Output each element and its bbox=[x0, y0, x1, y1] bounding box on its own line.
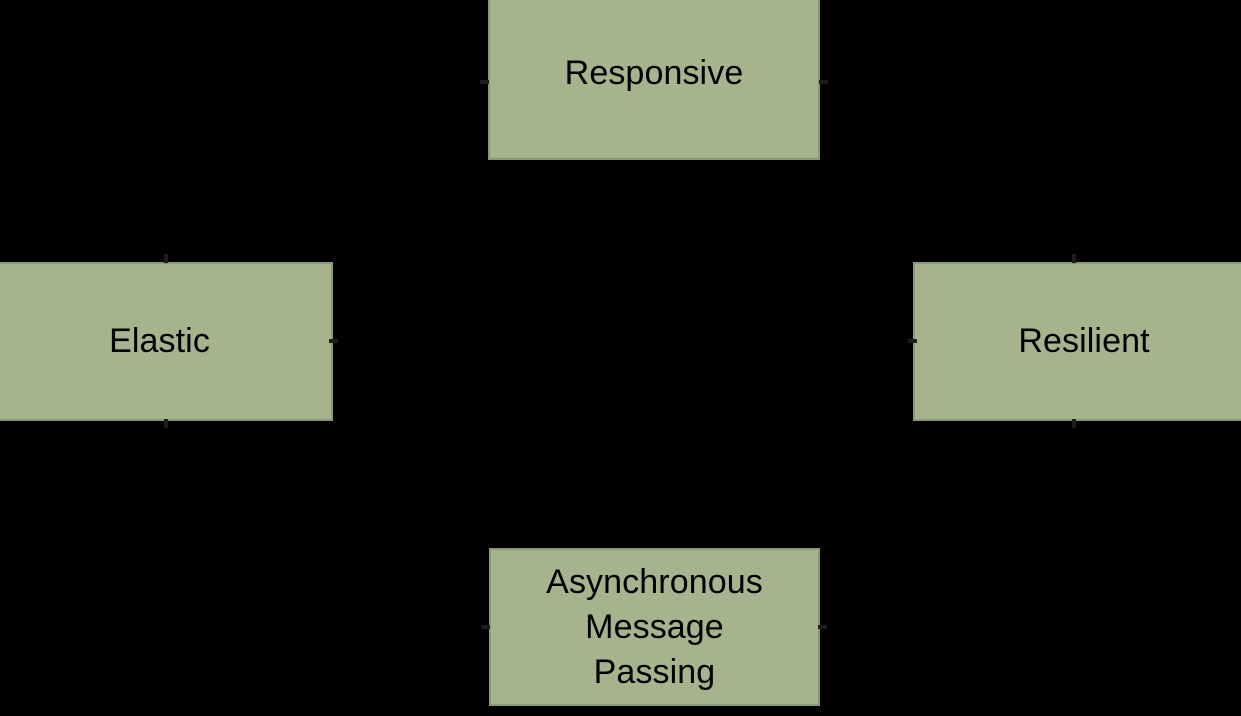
connector-stub-resilient-bottom bbox=[1072, 419, 1076, 428]
connector-stub-resilient-left bbox=[908, 339, 917, 343]
connector-stub-async-left bbox=[481, 625, 490, 629]
connector-stub-elastic-right bbox=[329, 339, 338, 343]
node-asynchronous-message-passing[interactable]: Asynchronous Message Passing bbox=[489, 548, 820, 706]
connector-stub-async-right bbox=[818, 625, 827, 629]
node-elastic[interactable]: Elastic bbox=[0, 262, 333, 421]
connector-stub-elastic-top bbox=[164, 254, 168, 263]
node-resilient[interactable]: Resilient bbox=[913, 262, 1241, 421]
connector-stub-resilient-top bbox=[1072, 254, 1076, 263]
connector-stub-responsive-left bbox=[480, 80, 489, 84]
node-asynchronous-message-passing-label: Asynchronous Message Passing bbox=[546, 562, 763, 691]
node-responsive-label: Responsive bbox=[564, 53, 744, 92]
connector-stub-elastic-bottom bbox=[164, 419, 168, 428]
node-resilient-label: Resilient bbox=[1018, 322, 1150, 360]
node-elastic-label: Elastic bbox=[109, 322, 210, 360]
connector-stub-responsive-right bbox=[819, 80, 828, 84]
node-responsive[interactable]: Responsive bbox=[488, 0, 820, 160]
